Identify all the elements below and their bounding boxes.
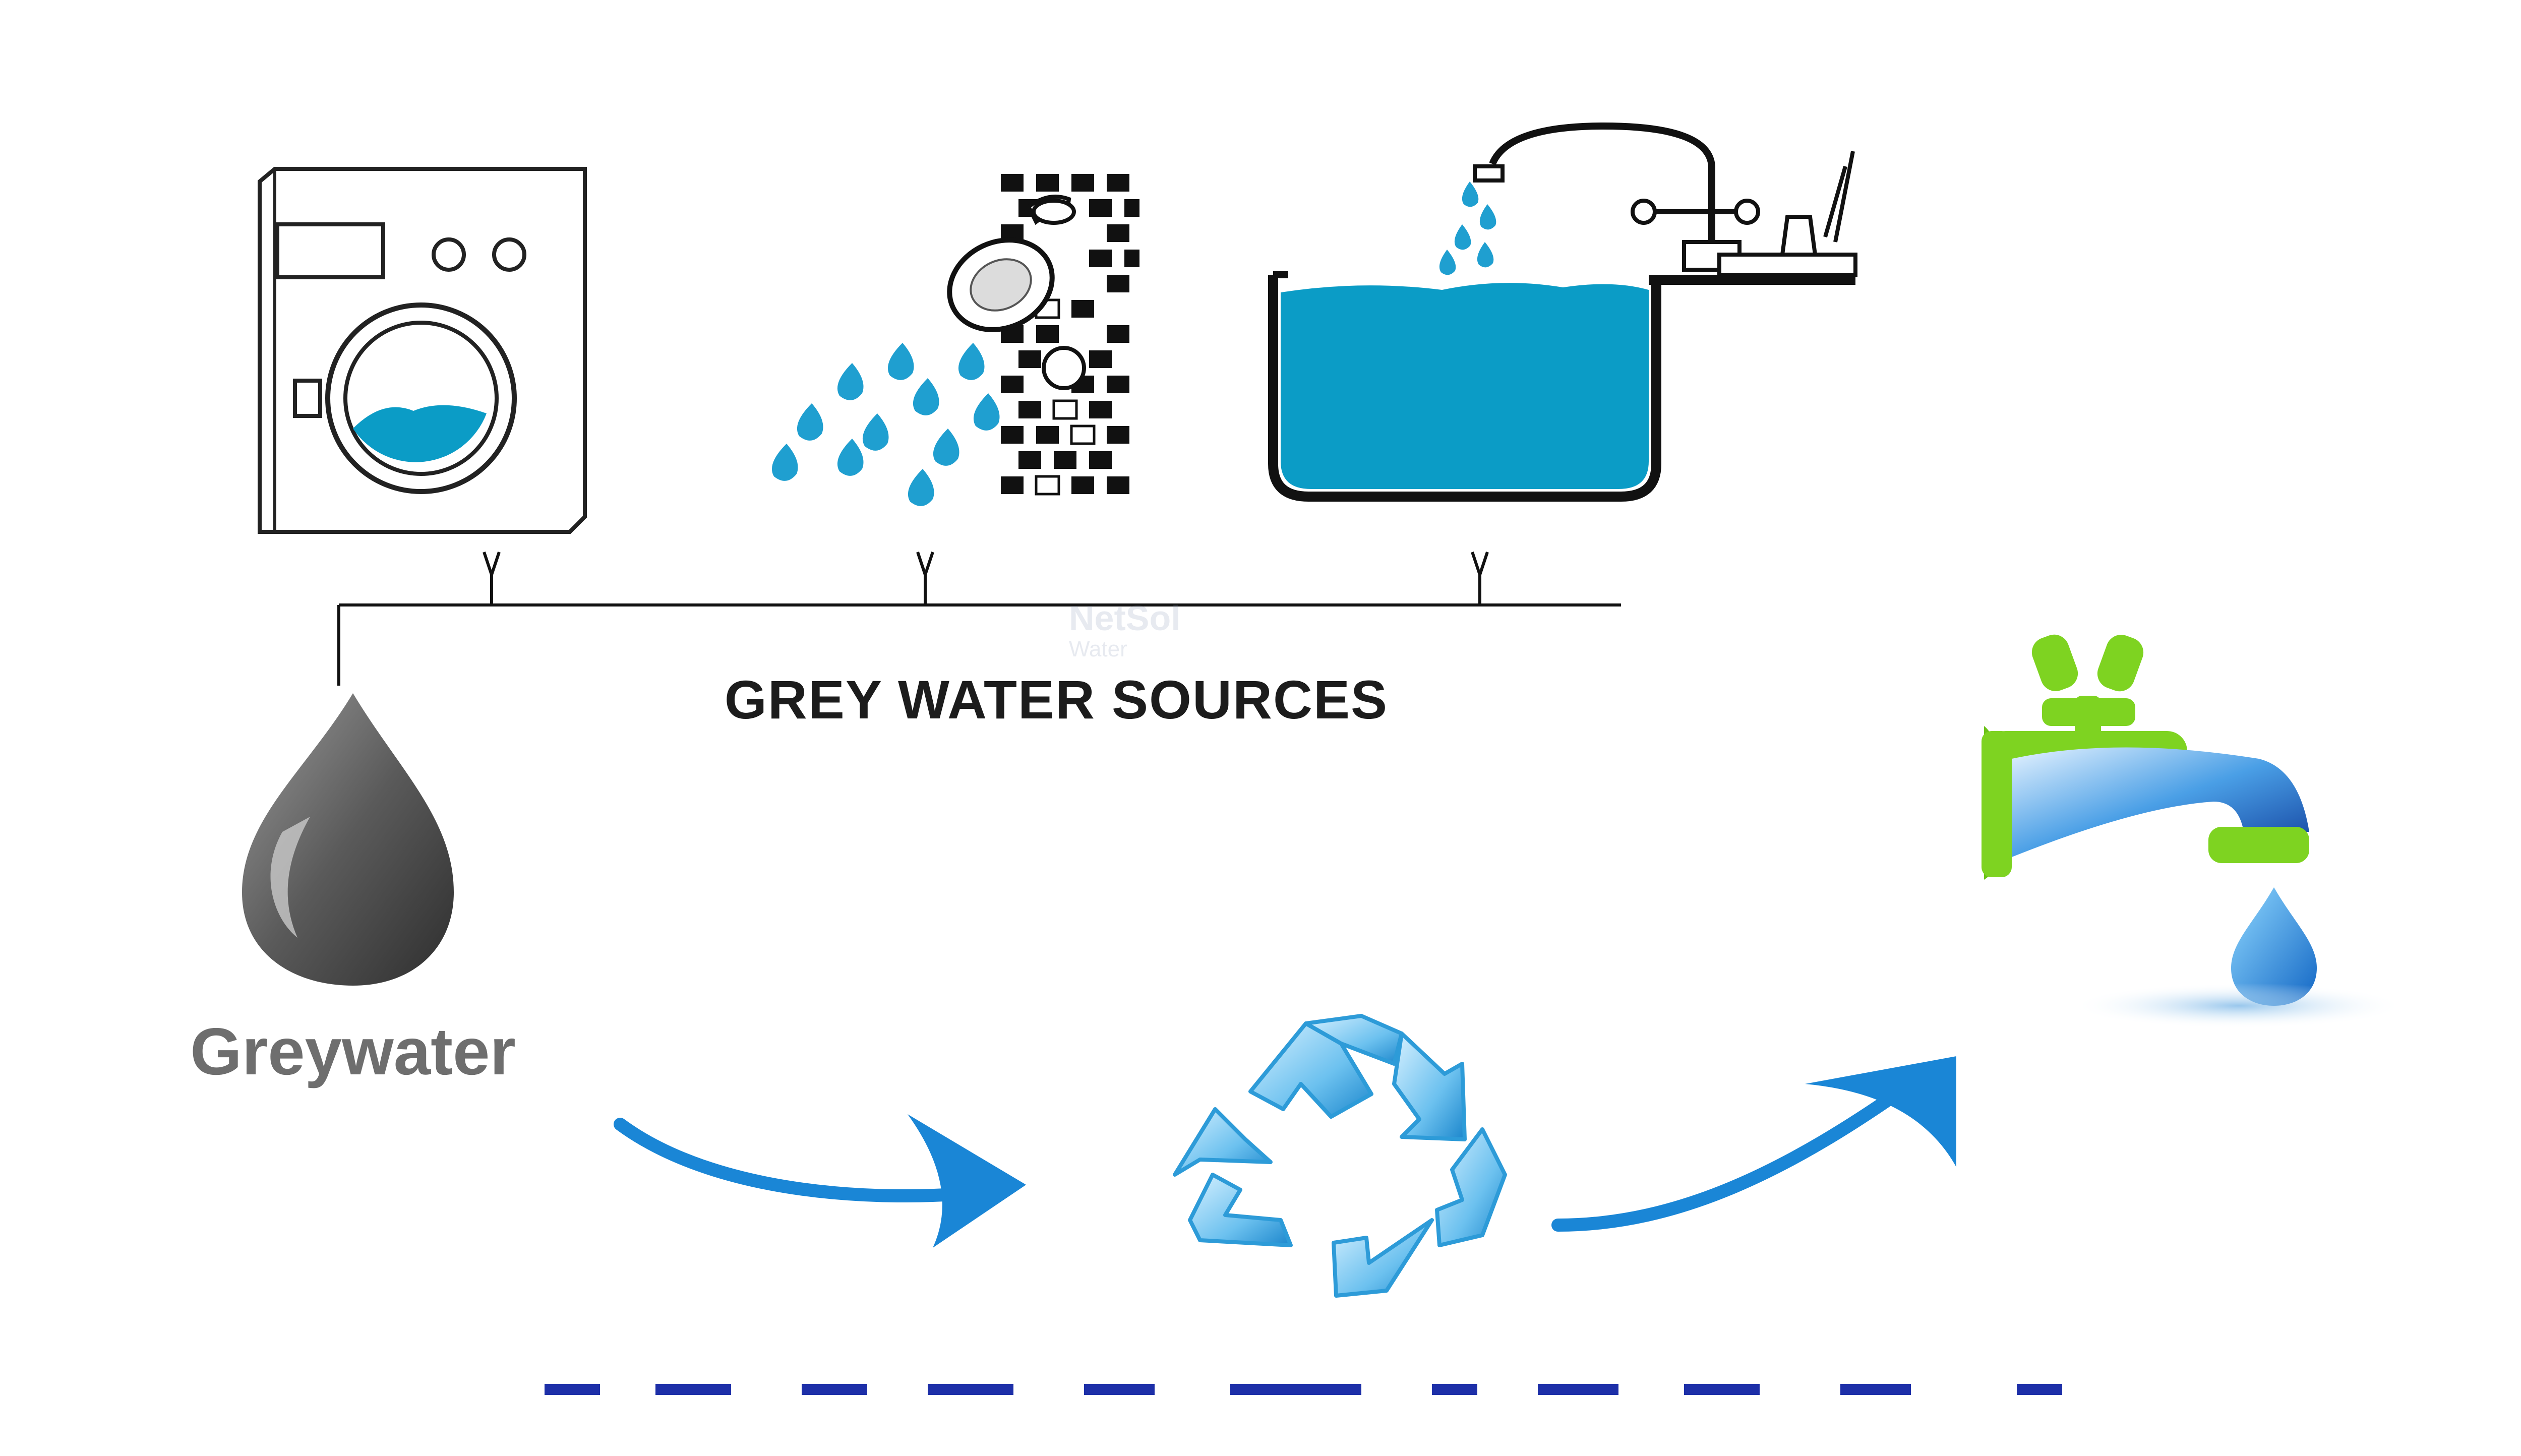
greywater-label: Greywater [190,1014,516,1088]
washing-machine-icon [258,167,587,534]
grey-water-sources-title: GREY WATER SOURCES [724,669,1389,730]
shower-icon [771,174,1139,506]
arrow-to-tap [1551,1056,1956,1232]
drain-pipe [337,552,1621,686]
water-tap-icon [1982,634,2405,1028]
arrow-to-recycle [614,1114,1026,1248]
kitchen-sink-icon [1268,122,1857,502]
cropped-caption-fragment [545,1384,2062,1395]
recycle-icon [1173,1014,1507,1298]
watermark-line2: Water [1069,637,1127,661]
watermark-line1: NetSol [1069,598,1181,638]
grey-water-drop-icon [242,693,454,986]
watermark: NetSol Water [1069,600,1181,665]
